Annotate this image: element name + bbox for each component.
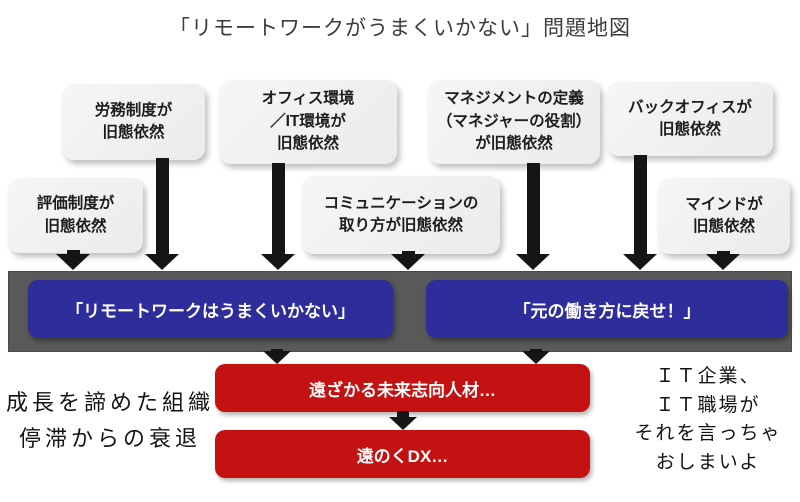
cause-box-office-it-env: オフィス環境 ／IT環境が 旧態依然 <box>219 80 397 164</box>
arrow-down-icon <box>389 411 417 430</box>
side-note-right-line2: ＩＴ職場が <box>655 393 761 416</box>
cause-box-labor-system: 労務制度が 旧態依然 <box>62 84 205 160</box>
outcome-box-losing-future-talent: 遠ざかる未来志向人材… <box>215 364 590 412</box>
cause-box-mindset: マインドが 旧態依然 <box>658 178 790 254</box>
cause-box-back-office: バックオフィスが 旧態依然 <box>607 82 773 156</box>
arrow-down-icon <box>56 250 90 270</box>
side-note-right: ＩＴ企業、 ＩＴ職場が それを言っちゃ おしまいよ <box>618 362 798 476</box>
arrow-down-icon <box>391 251 425 270</box>
side-note-right-line3: それを言っちゃ <box>634 422 782 444</box>
arrow-down-icon <box>516 163 550 270</box>
cause-box-communication-style: コミュニケーションの 取り方が旧態依然 <box>302 176 500 254</box>
page-title: 「リモートワークがうまくいかない」問題地図 <box>169 17 631 40</box>
claim-box-remote-work-fails: 「リモートワークはうまくいかない」 <box>28 280 393 338</box>
arrow-down-icon <box>145 158 179 270</box>
arrow-down-icon <box>261 163 295 270</box>
claim-box-return-to-old-ways: 「元の働き方に戻せ！」 <box>426 280 788 338</box>
arrow-down-icon <box>522 349 550 364</box>
outcome-box-dx-drifting-away: 遠のくDX… <box>215 430 590 478</box>
side-note-left-line2: 停滞からの衰退 <box>18 427 201 452</box>
cause-box-evaluation-system: 評価制度が 旧態依然 <box>8 178 143 253</box>
side-note-left-line1: 成長を諦めた組織 <box>5 391 214 416</box>
side-note-right-line1: ＩＴ企業、 <box>655 365 761 387</box>
cause-box-management-definition: マネジメントの定義 （マネジャーの役割） が旧態依然 <box>428 80 600 164</box>
side-note-left: 成長を諦めた組織 停滞からの衰退 <box>0 386 220 458</box>
arrow-down-icon <box>706 251 740 270</box>
arrow-down-icon <box>623 155 657 270</box>
arrow-down-icon <box>263 349 291 364</box>
side-note-right-line4: おしまいよ <box>655 450 761 473</box>
